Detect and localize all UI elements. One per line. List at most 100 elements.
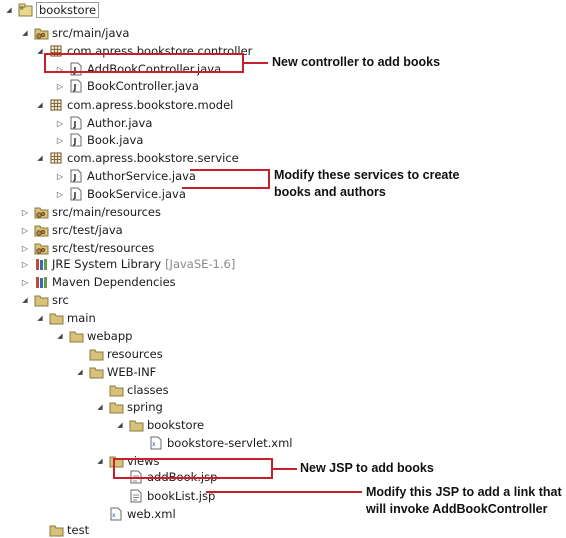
- tree-node-label: src/main/resources: [52, 205, 162, 219]
- tree-node[interactable]: ▷src/test/java: [20, 222, 123, 238]
- library-icon: [33, 256, 49, 272]
- jsp-file-icon: [128, 488, 144, 504]
- folder-icon: [48, 310, 64, 326]
- svg-text:J: J: [73, 120, 77, 129]
- tree-node-label: bookstore: [36, 2, 100, 18]
- tree-node-label: WEB-INF: [107, 365, 157, 379]
- tree-node[interactable]: ◢ WEB-INF: [75, 364, 156, 380]
- tree-node[interactable]: ▷ src/test/resources: [20, 240, 154, 256]
- svg-text:M: M: [20, 6, 24, 11]
- tree-node[interactable]: ◢src: [20, 292, 69, 308]
- tree-node-label: Maven Dependencies: [52, 275, 176, 289]
- svg-text:J: J: [73, 137, 77, 146]
- expanded-arrow-icon[interactable]: ◢: [77, 368, 83, 376]
- xml-file-icon: x: [148, 435, 164, 451]
- tree-node-label: bookstore: [147, 418, 205, 432]
- tree-node-label: main: [67, 311, 96, 325]
- arrow-line-controller: [244, 62, 268, 64]
- collapsed-arrow-icon[interactable]: ▷: [21, 225, 29, 235]
- collapsed-arrow-icon[interactable]: ▷: [56, 171, 64, 181]
- tree-node[interactable]: ▷ J Book.java: [55, 132, 143, 148]
- arrow-line-addbook-jsp: [273, 468, 297, 470]
- expanded-arrow-icon[interactable]: ◢: [37, 154, 43, 162]
- expanded-arrow-icon[interactable]: ◢: [22, 29, 28, 37]
- annotation-services-line1: Modify these services to create: [274, 168, 460, 182]
- folder-icon: [108, 399, 124, 415]
- tree-node[interactable]: ▷ Maven Dependencies: [20, 274, 176, 290]
- collapsed-arrow-icon[interactable]: ▷: [56, 64, 64, 74]
- collapsed-arrow-icon[interactable]: ▷: [21, 207, 29, 217]
- tree-node-label: spring: [127, 400, 163, 414]
- annotation-services: Modify these services to create books an…: [274, 167, 460, 201]
- tree-node[interactable]: ◢com.apress.bookstore.model: [35, 97, 233, 113]
- tree-node[interactable]: test: [35, 522, 89, 538]
- java-file-icon: J: [68, 132, 84, 148]
- tree-node[interactable]: ◢ bookstore: [115, 417, 204, 433]
- arrow-line-bookservice: [182, 187, 270, 189]
- expanded-arrow-icon[interactable]: ◢: [97, 457, 103, 465]
- folder-icon: [33, 292, 49, 308]
- source-folder-icon: [33, 204, 49, 220]
- tree-node[interactable]: ◢ spring: [95, 399, 163, 415]
- collapsed-arrow-icon[interactable]: ▷: [56, 189, 64, 199]
- expanded-arrow-icon[interactable]: ◢: [97, 403, 103, 411]
- tree-node[interactable]: ◢webapp: [55, 328, 132, 344]
- collapsed-arrow-icon[interactable]: ▷: [21, 243, 29, 253]
- tree-node[interactable]: classes: [95, 382, 169, 398]
- collapsed-arrow-icon[interactable]: ▷: [56, 118, 64, 128]
- tree-node[interactable]: resources: [75, 346, 163, 362]
- svg-text:J: J: [73, 191, 77, 200]
- folder-icon: [128, 417, 144, 433]
- expanded-arrow-icon[interactable]: ◢: [37, 314, 43, 322]
- tree-node[interactable]: bookList.jsp: [115, 488, 215, 504]
- arrow-line-authorservice: [190, 169, 270, 171]
- tree-indent-spacer: [95, 506, 105, 522]
- tree-node-label: src/test/resources: [52, 241, 155, 255]
- expanded-arrow-icon[interactable]: ◢: [117, 421, 123, 429]
- java-file-icon: J: [68, 168, 84, 184]
- tree-node[interactable]: ▷ src/main/resources: [20, 204, 161, 220]
- tree-indent-spacer: [95, 382, 105, 398]
- tree-node-label: src/main/java: [52, 26, 130, 40]
- tree-node-label: web.xml: [127, 507, 176, 521]
- collapsed-arrow-icon[interactable]: ▷: [21, 277, 29, 287]
- tree-node-label: Author.java: [87, 116, 153, 130]
- expanded-arrow-icon[interactable]: ◢: [22, 296, 28, 304]
- tree-node-label: Book.java: [87, 133, 144, 147]
- folder-icon: [48, 522, 64, 538]
- arrow-line-booklist-jsp: [206, 491, 362, 493]
- tree-node-label: BookController.java: [87, 79, 199, 93]
- collapsed-arrow-icon[interactable]: ▷: [56, 81, 64, 91]
- expanded-arrow-icon[interactable]: ◢: [6, 6, 12, 14]
- annotation-services-line2: books and authors: [274, 185, 386, 199]
- highlight-addbookcontroller: [44, 53, 244, 73]
- tree-node-label: BookService.java: [87, 187, 186, 201]
- collapsed-arrow-icon[interactable]: ▷: [56, 135, 64, 145]
- folder-icon: [88, 364, 104, 380]
- svg-text:J: J: [73, 173, 77, 182]
- tree-node[interactable]: ◢ main: [35, 310, 96, 326]
- svg-text:x: x: [152, 441, 156, 448]
- tree-node-label: resources: [107, 347, 163, 361]
- tree-node[interactable]: ▷ J BookService.java: [55, 186, 186, 202]
- expanded-arrow-icon[interactable]: ◢: [37, 47, 43, 55]
- tree-node[interactable]: x web.xml: [95, 506, 176, 522]
- expanded-arrow-icon[interactable]: ◢: [37, 101, 43, 109]
- expanded-arrow-icon[interactable]: ◢: [57, 332, 63, 340]
- tree-node[interactable]: ▷ J Author.java: [55, 115, 153, 131]
- annotation-controller: New controller to add books: [272, 55, 441, 69]
- tree-node[interactable]: ◢ src/main/java: [20, 25, 129, 41]
- svg-text:x: x: [112, 512, 116, 519]
- annotation-modify-jsp-line2: will invoke AddBookController: [366, 502, 548, 516]
- java-file-icon: J: [68, 78, 84, 94]
- collapsed-arrow-icon[interactable]: ▷: [21, 259, 29, 269]
- tree-node[interactable]: ▷JRE System Library[JavaSE-1.6]: [20, 256, 235, 272]
- tree-node[interactable]: ◢com.apress.bookstore.service: [35, 150, 238, 166]
- xml-file-icon: x: [108, 506, 124, 522]
- tree-node-label: test: [67, 523, 90, 537]
